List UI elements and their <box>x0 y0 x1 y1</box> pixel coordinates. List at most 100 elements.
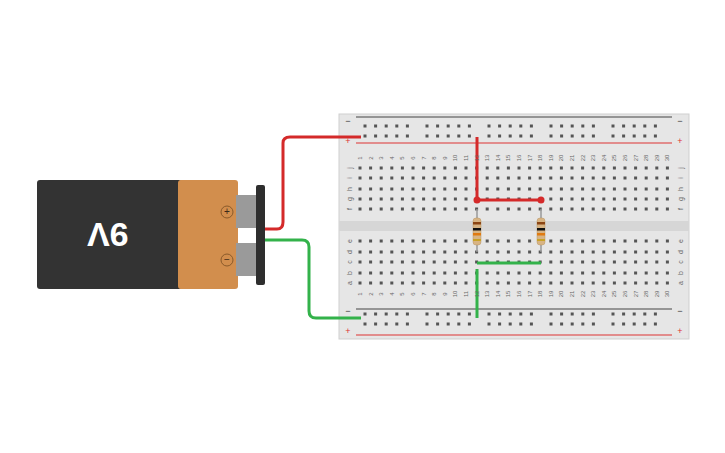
column-number: 9 <box>442 292 448 295</box>
row-letter: a <box>677 281 684 285</box>
hole <box>539 188 542 191</box>
hole <box>613 167 616 170</box>
hole <box>454 167 457 170</box>
hole <box>454 282 457 285</box>
hole <box>592 198 595 201</box>
hole <box>571 251 574 254</box>
hole <box>401 198 404 201</box>
column-number: 22 <box>580 291 586 298</box>
hole <box>622 125 625 128</box>
hole <box>612 135 615 138</box>
hole <box>634 282 637 285</box>
hole <box>433 240 436 243</box>
column-number: 4 <box>389 156 395 159</box>
hole <box>486 188 489 191</box>
hole <box>380 240 383 243</box>
hole <box>401 240 404 243</box>
hole <box>571 313 574 316</box>
hole <box>390 188 393 191</box>
hole <box>359 282 362 285</box>
hole <box>465 240 468 243</box>
column-number: 12 <box>474 155 480 162</box>
hole <box>369 282 372 285</box>
hole <box>496 240 499 243</box>
hole <box>412 177 415 180</box>
row-letter: b <box>346 271 353 275</box>
column-number: 28 <box>643 291 649 298</box>
hole <box>602 282 605 285</box>
hole <box>571 261 574 264</box>
hole <box>581 167 584 170</box>
terminal-mark <box>221 206 233 218</box>
hole <box>624 272 627 275</box>
column-number: 2 <box>368 156 374 159</box>
hole <box>406 125 409 128</box>
hole <box>436 125 439 128</box>
hole <box>359 198 362 201</box>
hole <box>412 251 415 254</box>
hole <box>496 282 499 285</box>
column-number: 1 <box>357 156 363 159</box>
hole <box>443 282 446 285</box>
hole <box>592 167 595 170</box>
hole <box>433 282 436 285</box>
hole <box>655 282 658 285</box>
hole <box>364 135 367 138</box>
hole <box>401 251 404 254</box>
column-number: 1 <box>357 292 363 295</box>
hole <box>634 261 637 264</box>
hole <box>488 313 491 316</box>
hole <box>560 261 563 264</box>
hole <box>390 208 393 211</box>
column-number: 15 <box>505 155 511 162</box>
hole <box>395 313 398 316</box>
hole <box>581 240 584 243</box>
column-number: 17 <box>527 155 533 162</box>
hole <box>359 188 362 191</box>
hole <box>655 167 658 170</box>
column-number: 27 <box>633 291 639 298</box>
hole <box>655 198 658 201</box>
hole <box>581 125 584 128</box>
column-number: 18 <box>537 291 543 298</box>
hole <box>380 208 383 211</box>
hole <box>507 167 510 170</box>
hole <box>426 323 429 326</box>
hole <box>507 240 510 243</box>
rail-line <box>356 143 672 144</box>
hole <box>412 208 415 211</box>
hole <box>602 272 605 275</box>
hole <box>571 323 574 326</box>
hole <box>380 188 383 191</box>
hole <box>666 272 669 275</box>
hole <box>581 177 584 180</box>
hole <box>634 198 637 201</box>
hole <box>454 208 457 211</box>
green-wire <box>265 240 361 318</box>
hole <box>364 125 367 128</box>
hole <box>643 125 646 128</box>
battery-snap <box>256 185 265 285</box>
hole <box>613 198 616 201</box>
hole <box>654 125 657 128</box>
hole <box>468 135 471 138</box>
hole <box>655 272 658 275</box>
hole <box>539 167 542 170</box>
column-number: 23 <box>590 155 596 162</box>
hole <box>507 251 510 254</box>
hole <box>454 177 457 180</box>
row-letter: h <box>346 187 353 191</box>
column-number: 24 <box>601 155 607 162</box>
hole <box>519 313 522 316</box>
hole <box>426 135 429 138</box>
wire-end <box>538 197 545 204</box>
hole <box>422 208 425 211</box>
column-number: 18 <box>537 155 543 162</box>
hole <box>364 313 367 316</box>
hole <box>592 251 595 254</box>
hole <box>539 272 542 275</box>
hole <box>374 313 377 316</box>
hole <box>645 177 648 180</box>
column-number: 28 <box>643 155 649 162</box>
hole <box>380 177 383 180</box>
